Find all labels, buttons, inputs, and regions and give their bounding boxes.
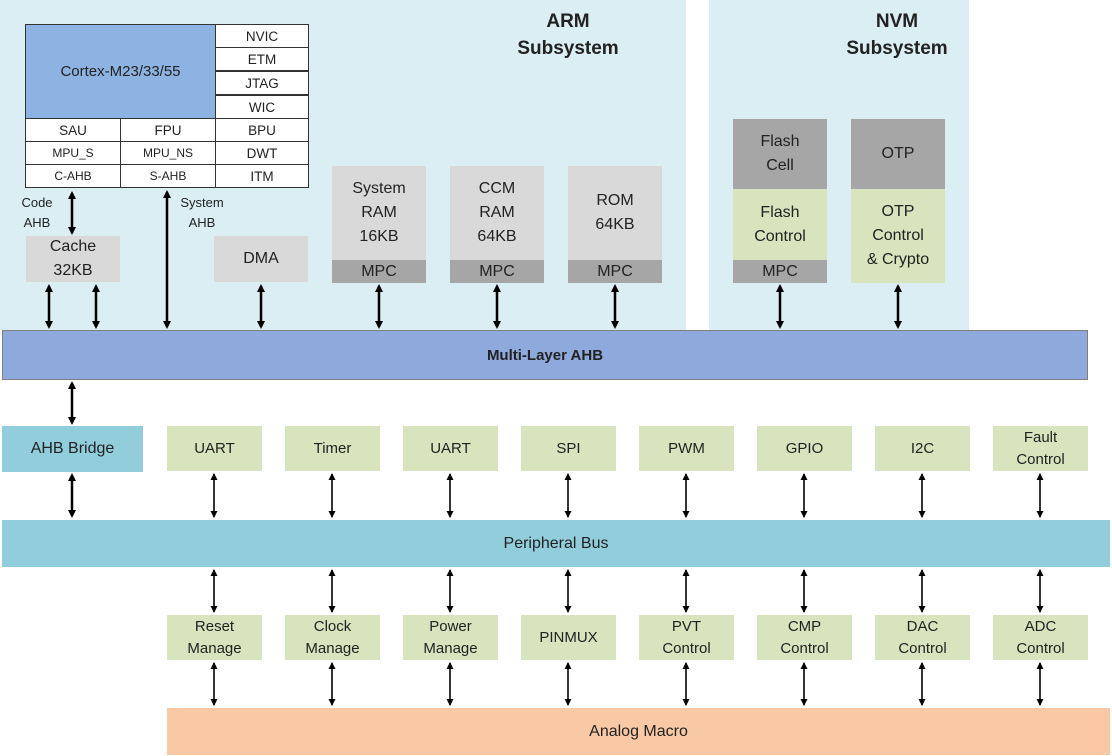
flash-mpc: MPC xyxy=(733,260,827,283)
cache-block: Cache 32KB xyxy=(26,236,120,282)
fault-control-block: Fault Control xyxy=(993,426,1088,471)
otp-cell-block: OTP xyxy=(851,119,945,189)
gpio-block: GPIO xyxy=(757,426,852,471)
nvic-cell: NVIC xyxy=(215,24,309,48)
cmp-control-block: CMP Control xyxy=(757,615,852,660)
timer-block: Timer xyxy=(285,426,380,471)
itm-cell: ITM xyxy=(215,164,309,188)
c-ahb-cell: C-AHB xyxy=(25,164,121,188)
dwt-cell: DWT xyxy=(215,141,309,165)
nvm-subsystem-title: NVM Subsystem xyxy=(846,11,948,59)
adc-control-block: ADC Control xyxy=(993,615,1088,660)
ccm-ram-block: CCM RAM 64KB xyxy=(450,166,544,260)
analog-macro-block: Analog Macro xyxy=(167,708,1110,755)
etm-cell: ETM xyxy=(215,47,309,71)
s-ahb-cell: S-AHB xyxy=(120,164,216,188)
uart-1-block: UART xyxy=(167,426,262,471)
cortex-core: Cortex-M23/33/55 xyxy=(25,24,216,119)
rom-mpc: MPC xyxy=(568,260,662,283)
rom-block: ROM 64KB xyxy=(568,166,662,260)
i2c-block: I2C xyxy=(875,426,970,471)
power-manage-block: Power Manage xyxy=(403,615,498,660)
peripheral-bus: Peripheral Bus xyxy=(2,520,1110,567)
system-ram-block: System RAM 16KB xyxy=(332,166,426,260)
sau-cell: SAU xyxy=(25,118,121,142)
pwm-block: PWM xyxy=(639,426,734,471)
system-ram-mpc: MPC xyxy=(332,260,426,283)
ahb-bridge-block: AHB Bridge xyxy=(2,426,143,472)
ccm-ram-mpc: MPC xyxy=(450,260,544,283)
flash-cell-block: Flash Cell xyxy=(733,119,827,189)
reset-manage-block: Reset Manage xyxy=(167,615,262,660)
clock-manage-block: Clock Manage xyxy=(285,615,380,660)
dac-control-block: DAC Control xyxy=(875,615,970,660)
jtag-cell: JTAG xyxy=(215,71,309,95)
uart-2-block: UART xyxy=(403,426,498,471)
dma-block: DMA xyxy=(214,236,308,282)
system-ahb-label: System AHB xyxy=(180,195,224,230)
spi-block: SPI xyxy=(521,426,616,471)
fpu-cell: FPU xyxy=(120,118,216,142)
arm-subsystem-title: ARM Subsystem xyxy=(517,11,619,59)
flash-control-block: Flash Control xyxy=(733,189,827,260)
multilayer-ahb-bus: Multi-Layer AHB xyxy=(2,330,1088,380)
bpu-cell: BPU xyxy=(215,118,309,142)
pinmux-block: PINMUX xyxy=(521,615,616,660)
mpu-s-cell: MPU_S xyxy=(25,141,121,165)
pvt-control-block: PVT Control xyxy=(639,615,734,660)
wic-cell: WIC xyxy=(215,95,309,119)
code-ahb-label: Code AHB xyxy=(21,195,53,230)
otp-control-block: OTP Control & Crypto xyxy=(851,189,945,283)
